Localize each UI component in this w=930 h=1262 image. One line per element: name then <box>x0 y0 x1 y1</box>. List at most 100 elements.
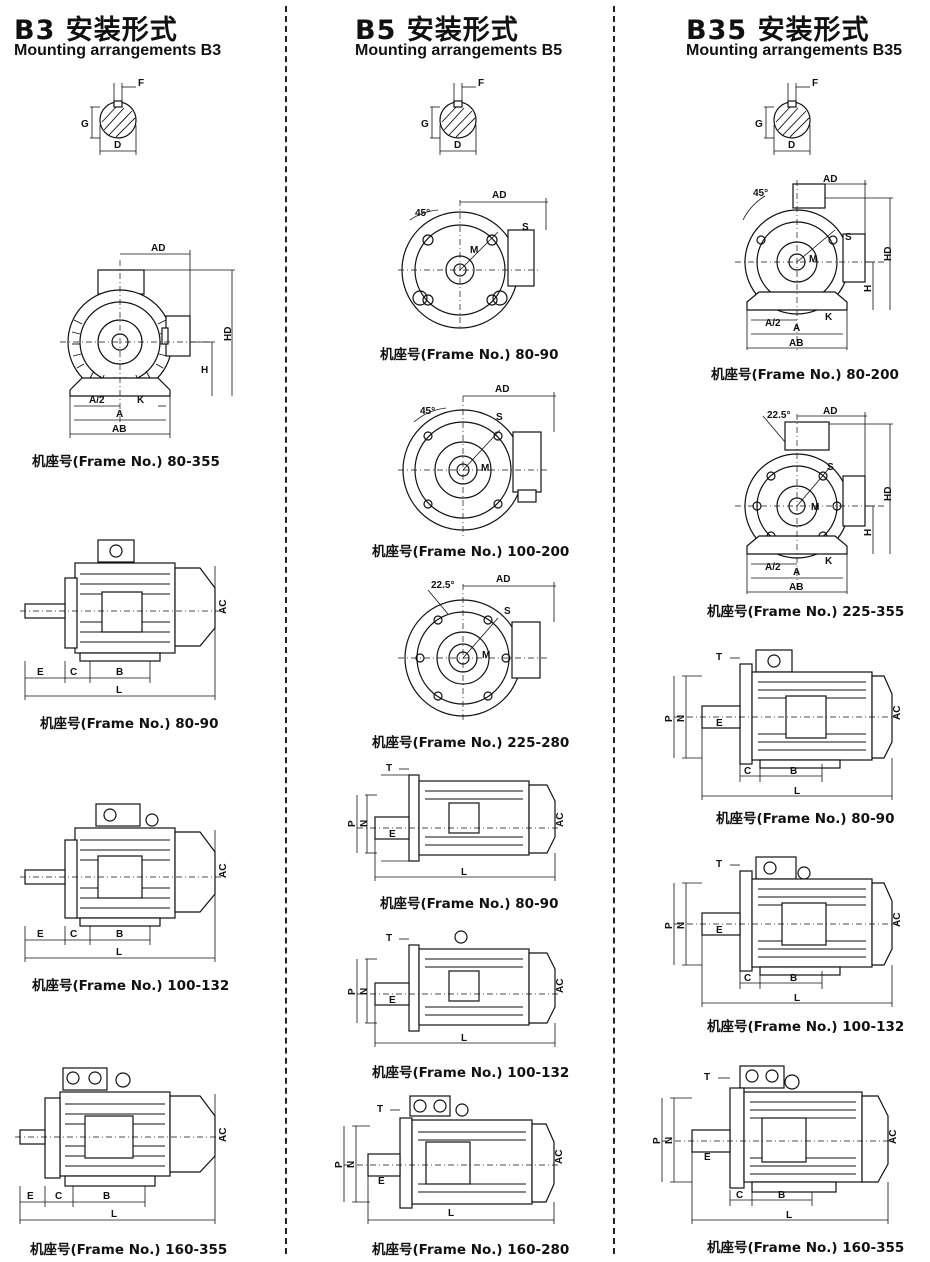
label-p: P <box>334 1161 345 1168</box>
caption-b5-side-160-280: 机座号(Frame No.) 160-280 <box>372 1242 570 1258</box>
label-hd: HD <box>883 247 894 261</box>
label-c: C <box>744 766 751 777</box>
label-ac: AC <box>888 1130 899 1144</box>
b3-side-view-100-132: AC E C B L <box>20 803 229 962</box>
label-t: T <box>704 1072 710 1083</box>
label-b: B <box>790 973 797 984</box>
caption-b5-side-80-90: 机座号(Frame No.) 80-90 <box>380 896 559 912</box>
shaft-section-b5: F G D <box>421 78 484 155</box>
label-g: G <box>81 119 89 130</box>
label-a2: A/2 <box>765 562 781 573</box>
label-m: M <box>482 650 490 661</box>
b35-side-view-160-355: T P N E AC C B L <box>652 1065 899 1224</box>
b3-front-view: AD HD H A/2 K A AB <box>60 243 235 438</box>
label-t: T <box>386 763 392 774</box>
b5-side-view-100-132: T P N E AC L <box>347 930 566 1047</box>
b3-side-view-80-90: AC E C B L <box>20 539 229 700</box>
label-k: K <box>825 556 833 567</box>
label-n: N <box>359 988 370 995</box>
label-l: L <box>786 1210 792 1221</box>
caption-b5-flange-80-90: 机座号(Frame No.) 80-90 <box>380 347 559 363</box>
label-ad: AD <box>151 243 165 254</box>
b35-title-zh: 安装形式 <box>757 15 870 46</box>
label-p: P <box>652 1137 663 1144</box>
label-f: F <box>138 78 144 89</box>
label-t: T <box>377 1104 383 1115</box>
label-t: T <box>716 859 722 870</box>
label-45deg: 45° <box>420 406 435 417</box>
label-n: N <box>359 820 370 827</box>
label-ac: AC <box>218 600 229 614</box>
label-c: C <box>744 973 751 984</box>
label-k: K <box>825 312 833 323</box>
label-s: S <box>522 222 529 233</box>
label-a: A <box>793 323 800 334</box>
label-l: L <box>111 1209 117 1220</box>
label-ad: AD <box>495 384 509 395</box>
label-l: L <box>794 993 800 1004</box>
label-n: N <box>664 1137 675 1144</box>
label-e: E <box>37 667 44 678</box>
label-ad: AD <box>492 190 506 201</box>
label-b: B <box>778 1190 785 1201</box>
label-b: B <box>116 929 123 940</box>
label-ac: AC <box>892 706 903 720</box>
label-l: L <box>461 867 467 878</box>
label-d: D <box>788 140 795 151</box>
b5-title-zh: 安装形式 <box>406 15 519 46</box>
label-t: T <box>386 933 392 944</box>
b35-side-view-100-132: T P N E AC C B L <box>664 856 903 1007</box>
b5-side-view-80-90: T P N E AC L <box>347 763 566 881</box>
label-l: L <box>461 1033 467 1044</box>
label-m: M <box>811 502 819 513</box>
label-b: B <box>116 667 123 678</box>
b5-title-en: Mounting arrangements B5 <box>355 42 563 59</box>
b35-front-view-225-355: AD 22.5° HD H M S A/2 K A AB <box>735 406 894 594</box>
label-h: H <box>863 529 874 536</box>
label-e: E <box>37 929 44 940</box>
label-l: L <box>116 947 122 958</box>
label-ac: AC <box>555 813 566 827</box>
b3-code: B3 <box>14 15 56 46</box>
b5-code: B5 <box>355 15 397 46</box>
label-p: P <box>664 922 675 929</box>
label-22-5deg: 22.5° <box>767 410 790 421</box>
b3-title-en: Mounting arrangements B3 <box>14 42 222 59</box>
label-n: N <box>676 715 687 722</box>
label-s: S <box>496 412 503 423</box>
label-ac: AC <box>218 1128 229 1142</box>
label-f: F <box>478 78 484 89</box>
label-s: S <box>827 462 834 473</box>
label-ab: AB <box>789 582 803 593</box>
shaft-section-b35: F G D <box>755 78 818 155</box>
label-d: D <box>114 140 121 151</box>
label-f: F <box>812 78 818 89</box>
b35-code: B35 <box>686 15 748 46</box>
b5-flange-front-100-200: AD 45° M S <box>398 384 556 538</box>
label-c: C <box>70 667 77 678</box>
label-e: E <box>389 829 396 840</box>
label-e: E <box>378 1176 385 1187</box>
b3-title-zh: 安装形式 <box>65 15 178 46</box>
label-ac: AC <box>554 1150 565 1164</box>
label-a: A <box>793 567 800 578</box>
label-s: S <box>845 232 852 243</box>
label-l: L <box>448 1208 454 1219</box>
caption-b35-side-160-355: 机座号(Frame No.) 160-355 <box>707 1240 905 1256</box>
caption-b3-front: 机座号(Frame No.) 80-355 <box>32 454 220 470</box>
caption-b5-side-100-132: 机座号(Frame No.) 100-132 <box>372 1065 570 1081</box>
column-divider-left <box>285 6 287 1254</box>
label-hd: HD <box>223 327 234 341</box>
label-e: E <box>716 925 723 936</box>
label-e: E <box>389 995 396 1006</box>
caption-b35-front-225-355: 机座号(Frame No.) 225-355 <box>707 604 905 620</box>
label-k: K <box>137 395 145 406</box>
label-e: E <box>27 1191 34 1202</box>
label-ac: AC <box>218 864 229 878</box>
label-h: H <box>863 285 874 292</box>
label-t: T <box>716 652 722 663</box>
caption-b35-side-80-90: 机座号(Frame No.) 80-90 <box>716 811 895 827</box>
b35-side-view-80-90: T P N E AC C B L <box>664 649 903 800</box>
label-p: P <box>347 988 358 995</box>
caption-b3-side-80-90: 机座号(Frame No.) 80-90 <box>40 716 219 732</box>
